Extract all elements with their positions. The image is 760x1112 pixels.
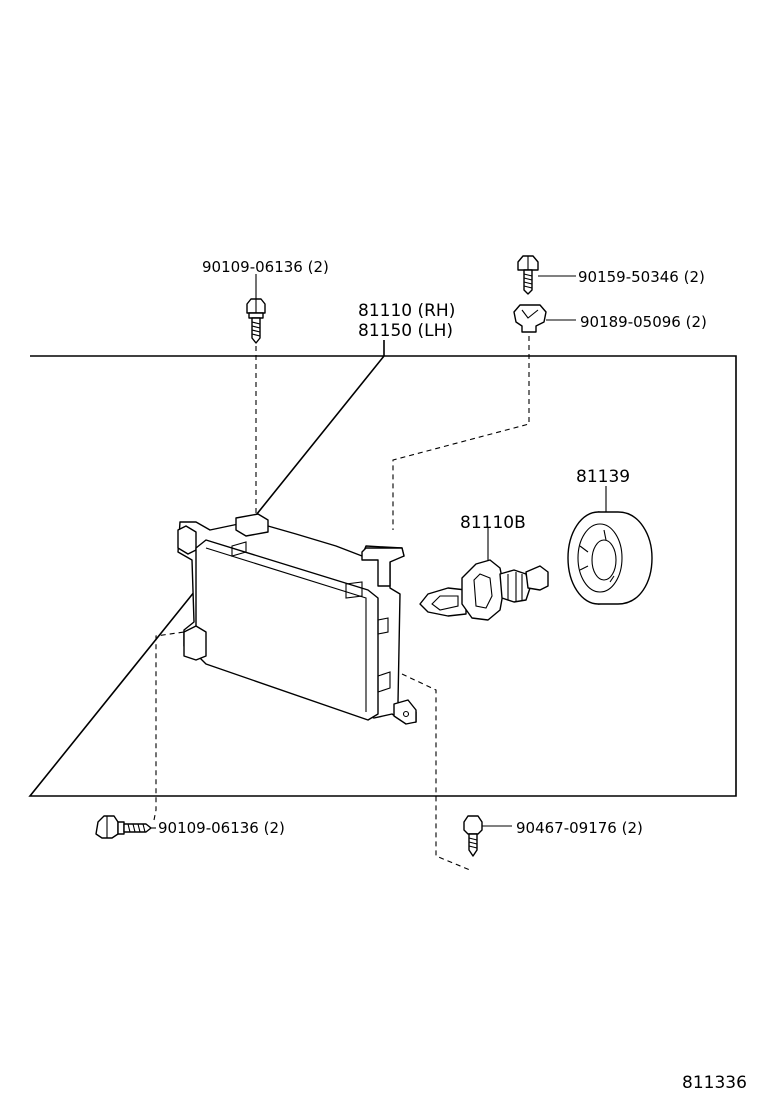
leader-clip-nut [392, 336, 530, 530]
label-clip-nut: 90189-05096 (2) [580, 313, 707, 331]
label-bolt-top-left: 90109-06136 (2) [202, 258, 329, 276]
bulb-icon [419, 528, 549, 621]
label-bolt-bottom-left: 90109-06136 (2) [158, 819, 285, 837]
label-bulb: 81110B [460, 513, 526, 533]
bolt-top-right-icon [517, 255, 576, 295]
diagram-number: 811336 [682, 1073, 747, 1093]
clip-nut-icon [513, 304, 576, 333]
screw-bottom-right-icon [463, 815, 512, 857]
bolt-top-left-icon [246, 274, 266, 344]
label-bolt-top-right: 90159-50346 (2) [578, 268, 705, 286]
label-headlamp-lh: 81150 (LH) [358, 321, 453, 341]
bulb-cover-icon [567, 486, 653, 605]
headlamp-assembly-icon [177, 513, 417, 725]
leader-screw-bottom-right [401, 673, 471, 871]
bolt-bottom-left-icon [95, 815, 156, 839]
label-bulb-cover: 81139 [576, 467, 630, 487]
assembly-frame [28, 340, 737, 797]
leader-bolt-bottom-left [153, 631, 185, 821]
label-screw-bottom-right: 90467-09176 (2) [516, 819, 643, 837]
label-headlamp-rh: 81110 (RH) [358, 301, 455, 321]
